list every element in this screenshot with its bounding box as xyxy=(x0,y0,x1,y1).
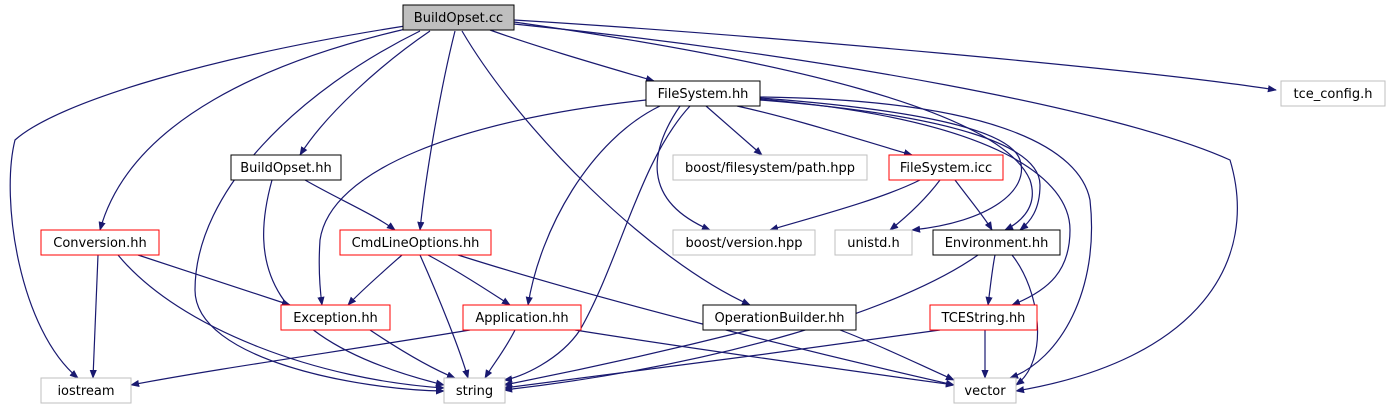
node-tce-config-h[interactable]: tce_config.h xyxy=(1280,80,1386,107)
node-buildopset-cc[interactable]: BuildOpset.cc xyxy=(402,4,515,31)
edge-filesystem-icc-to-boost-version xyxy=(769,179,921,232)
node-box xyxy=(672,229,816,256)
edges-layer xyxy=(9,19,1277,395)
edge-conversion-hh-to-string xyxy=(117,254,445,392)
edge-environment-hh-to-tcestring-hh xyxy=(985,254,996,306)
edge-cmdlineoptions-hh-to-application-hh xyxy=(427,254,511,306)
edge-buildopset-cc-to-buildopset-hh xyxy=(299,30,431,156)
node-string[interactable]: string xyxy=(443,377,506,404)
node-box xyxy=(402,4,515,31)
node-exception-hh[interactable]: Exception.hh xyxy=(280,304,391,331)
node-box xyxy=(280,304,391,331)
node-iostream[interactable]: iostream xyxy=(40,377,132,404)
edge-operationbuilder-hh-to-string xyxy=(503,329,751,387)
edge-cmdlineoptions-hh-to-vector xyxy=(457,254,955,387)
edge-filesystem-hh-to-filesystem-icc xyxy=(736,105,913,157)
edge-buildopset-hh-to-string xyxy=(263,179,445,387)
node-box xyxy=(443,377,506,404)
node-label: tce_config.h xyxy=(1294,87,1373,102)
node-label: string xyxy=(456,384,493,399)
node-vector[interactable]: vector xyxy=(953,377,1017,404)
edge-filesystem-icc-to-unistd-h xyxy=(889,179,941,231)
node-label: FileSystem.hh xyxy=(658,87,749,102)
edge-exception-hh-to-string xyxy=(369,329,456,379)
node-label: OperationBuilder.hh xyxy=(714,311,844,326)
node-label: boost/version.hpp xyxy=(686,236,803,251)
edge-filesystem-hh-to-string xyxy=(503,105,691,383)
node-box xyxy=(645,80,761,107)
edge-filesystem-hh-to-environment-hh xyxy=(759,99,1041,231)
node-label: iostream xyxy=(57,384,114,399)
node-label: Conversion.hh xyxy=(53,236,147,251)
edge-filesystem-hh-to-tcestring-hh xyxy=(759,98,1071,306)
node-buildopset-hh[interactable]: BuildOpset.hh xyxy=(230,154,342,181)
node-conversion-hh[interactable]: Conversion.hh xyxy=(40,229,160,256)
edge-filesystem-hh-to-vector xyxy=(759,96,1093,379)
edge-buildopset-cc-to-tce-config-h xyxy=(513,19,1277,93)
node-label: Environment.hh xyxy=(945,236,1049,251)
edge-conversion-hh-to-exception-hh xyxy=(137,254,291,306)
edge-buildopset-cc-to-string xyxy=(194,30,445,395)
node-box xyxy=(929,304,1038,331)
node-label: boost/filesystem/path.hpp xyxy=(685,161,855,176)
edge-filesystem-hh-to-exception-hh xyxy=(317,99,647,306)
edge-operationbuilder-hh-to-vector xyxy=(839,329,955,381)
node-tcestring-hh[interactable]: TCEString.hh xyxy=(929,304,1038,331)
edge-tcestring-hh-to-string xyxy=(503,329,941,391)
edge-buildopset-hh-to-cmdlineoptions-hh xyxy=(304,179,396,231)
node-box xyxy=(339,229,492,256)
node-label: Application.hh xyxy=(475,311,568,326)
node-operationbuilder-hh[interactable]: OperationBuilder.hh xyxy=(702,304,857,331)
edge-environment-hh-to-string xyxy=(503,254,979,393)
edge-buildopset-cc-to-filesystem-hh xyxy=(489,29,655,83)
node-box xyxy=(230,154,342,181)
edge-buildopset-cc-to-iostream xyxy=(9,25,406,379)
node-cmdlineoptions-hh[interactable]: CmdLineOptions.hh xyxy=(339,229,492,256)
edge-buildopset-cc-to-vector xyxy=(513,23,1238,394)
node-box xyxy=(1280,80,1386,107)
edge-filesystem-hh-to-boost-version xyxy=(656,105,711,231)
node-application-hh[interactable]: Application.hh xyxy=(462,304,582,331)
node-box xyxy=(888,154,1004,181)
edge-buildopset-cc-to-operationbuilder-hh xyxy=(461,30,751,306)
node-label: TCEString.hh xyxy=(941,311,1026,326)
node-label: unistd.h xyxy=(847,236,900,251)
edge-cmdlineoptions-hh-to-exception-hh xyxy=(347,254,403,306)
edge-application-hh-to-iostream xyxy=(130,329,471,388)
edge-buildopset-cc-to-cmdlineoptions-hh xyxy=(417,30,456,231)
node-environment-hh[interactable]: Environment.hh xyxy=(932,229,1061,256)
node-label: BuildOpset.hh xyxy=(240,161,332,176)
node-label: Exception.hh xyxy=(293,311,378,326)
node-label: CmdLineOptions.hh xyxy=(352,236,480,251)
nodes-layer: BuildOpset.cc tce_config.h FileSystem.hhBu… xyxy=(40,4,1386,404)
edge-cmdlineoptions-hh-to-string xyxy=(419,254,470,379)
node-box xyxy=(834,229,913,256)
node-label: FileSystem.icc xyxy=(900,161,992,176)
node-boost-version[interactable]: boost/version.hpp xyxy=(672,229,816,256)
node-boost-fs-path[interactable]: boost/filesystem/path.hpp xyxy=(672,154,868,181)
edge-application-hh-to-string xyxy=(484,329,516,379)
edge-buildopset-cc-to-environment-hh xyxy=(513,21,1033,231)
node-box xyxy=(672,154,868,181)
node-box xyxy=(953,377,1017,404)
node-filesystem-hh[interactable]: FileSystem.hh xyxy=(645,80,761,107)
node-box xyxy=(462,304,582,331)
node-box xyxy=(702,304,857,331)
node-unistd-h[interactable]: unistd.h xyxy=(834,229,913,256)
node-label: vector xyxy=(964,384,1006,399)
edge-buildopset-cc-to-conversion-hh xyxy=(98,27,411,231)
node-filesystem-icc[interactable]: FileSystem.icc xyxy=(888,154,1004,181)
node-box xyxy=(932,229,1061,256)
edge-conversion-hh-to-iostream xyxy=(89,254,99,379)
node-label: BuildOpset.cc xyxy=(414,11,503,26)
node-box xyxy=(40,377,132,404)
edge-filesystem-hh-to-boost-fs-path xyxy=(705,105,763,156)
edge-application-hh-to-vector xyxy=(574,329,955,388)
edge-filesystem-icc-to-environment-hh xyxy=(954,179,993,231)
edge-filesystem-hh-to-application-hh xyxy=(525,105,661,306)
node-box xyxy=(40,229,160,256)
